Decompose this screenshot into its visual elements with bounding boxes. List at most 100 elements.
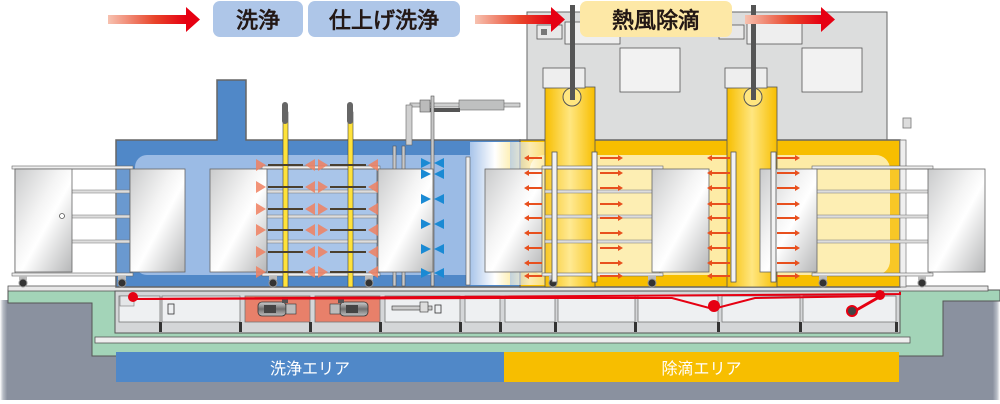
heater-box [619, 47, 681, 93]
chain-sprocket-right [875, 290, 885, 300]
cart-top [811, 165, 934, 170]
cart-shelf [544, 239, 661, 244]
caster-wheel-icon [364, 278, 374, 288]
cart-frame [814, 168, 931, 275]
caster-mount [365, 276, 373, 280]
valve-group-icon [391, 301, 442, 314]
caster-mount [648, 276, 656, 280]
rinse-nozzle-icon [421, 219, 431, 229]
wash-pump-icon [257, 297, 297, 317]
floor-fade-left [0, 300, 60, 400]
pump-casing [329, 303, 341, 315]
rinse-nozzle-icon [421, 158, 431, 168]
rinse-nozzle-icon [434, 158, 444, 168]
bay-leg [895, 322, 898, 332]
rinse-nozzle-icon [421, 169, 431, 179]
bay-leg [499, 322, 502, 332]
hot-air-arrow-head-icon [618, 273, 623, 279]
flexible-hose [430, 108, 460, 112]
bay-leg [159, 322, 162, 332]
cart-door [377, 168, 434, 273]
caster-mount [19, 276, 27, 280]
caster-mount [918, 276, 926, 280]
spray-bar [268, 251, 303, 253]
caster-wheel-icon [818, 278, 828, 288]
bay-leg [459, 322, 462, 332]
chain-return [132, 295, 882, 311]
spray-cone-icon [368, 224, 378, 236]
hot-air-arrow-head-icon [618, 170, 623, 176]
hot-air-arrow-head-icon [524, 273, 529, 279]
nozzle-rail [551, 151, 558, 283]
area-label-dry: 除滴エリア [504, 352, 899, 382]
caster-wheel-icon [917, 278, 927, 288]
cart-top [11, 165, 134, 170]
cart-shelf [264, 239, 378, 244]
spray-cone-icon [256, 224, 266, 236]
strainer-icon [434, 304, 442, 314]
bay-leg [717, 322, 720, 332]
cart-base [811, 272, 934, 277]
caster-wheel-icon [268, 278, 278, 288]
spray-cone-icon [256, 159, 266, 171]
cart-shelf [814, 189, 931, 194]
cart-door [759, 168, 818, 273]
hot-air-arrow-head-icon [618, 245, 623, 251]
hot-air-arrow-head-icon [618, 215, 623, 221]
chain-tensioner [708, 300, 720, 312]
nozzle-rail [770, 151, 777, 283]
cart-door [651, 168, 710, 273]
hot-air-arrow-head-icon [618, 201, 623, 207]
hot-air-arrow-head-icon [795, 201, 800, 207]
heater-box [801, 47, 863, 93]
hot-air-arrow-head-icon [524, 185, 529, 191]
spray-cone-icon [305, 266, 315, 278]
hot-air-arrow-head-icon [707, 170, 712, 176]
hot-air-arrow-head-icon [795, 273, 800, 279]
step-label-final-rinse: 仕上げ洗浄 [308, 1, 460, 37]
spray-cone-icon [256, 246, 266, 258]
spray-riser-hose [282, 102, 288, 124]
step-label-final-rinse-text: 仕上げ洗浄 [328, 9, 439, 34]
spray-cone-icon [368, 246, 378, 258]
hot-air-arrow-head-icon [618, 185, 623, 191]
bay-leg [799, 322, 802, 332]
pump-motor-face [346, 305, 358, 313]
hot-air-arrow-head-icon [795, 230, 800, 236]
spray-cone-icon [318, 266, 328, 278]
spray-cone-icon [305, 159, 315, 171]
flow-arrow-icon [108, 7, 200, 32]
hot-air-arrow-head-icon [524, 245, 529, 251]
spray-cone-icon [256, 266, 266, 278]
hot-air-arrow-head-icon [707, 230, 712, 236]
nozzle-rail [591, 151, 598, 283]
spray-bar [330, 164, 366, 166]
spray-riser-hose [347, 102, 353, 124]
spray-cone-icon [256, 203, 266, 215]
flow-arrow-shaft [745, 15, 821, 24]
flow-arrow-shaft [108, 15, 186, 24]
rinse-nozzle-icon [434, 268, 444, 278]
signal-light-icon [902, 117, 912, 129]
blower-motor-face [541, 29, 547, 35]
hot-air-arrow-head-icon [795, 155, 800, 161]
spray-bar [330, 229, 366, 231]
caster-wheel-icon [18, 278, 28, 288]
blower-base [724, 67, 768, 89]
hot-air-arrow-head-icon [795, 170, 800, 176]
cart-base [11, 272, 134, 277]
spray-cone-icon [368, 159, 378, 171]
spray-cone-icon [318, 246, 328, 258]
flow-arrow-icon [745, 7, 835, 32]
caster-wheel-icon [647, 278, 657, 288]
spray-bar [268, 186, 303, 188]
bay-leg [379, 322, 382, 332]
hot-air-arrow-head-icon [707, 155, 712, 161]
spray-cone-icon [256, 181, 266, 193]
hot-air-arrow-head-icon [795, 185, 800, 191]
underfloor-bay [161, 295, 241, 323]
rinse-nozzle-icon [421, 268, 431, 278]
cart-shelf [814, 214, 931, 219]
